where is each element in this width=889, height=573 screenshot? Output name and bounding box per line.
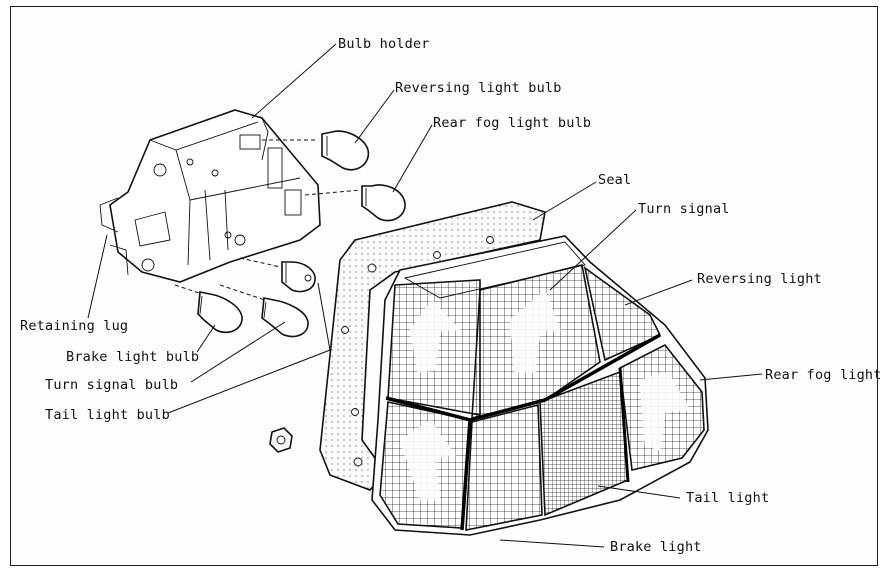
axis-turn (219, 284, 266, 301)
axis-tail (239, 257, 286, 269)
label-bulb-holder: Bulb holder (338, 36, 430, 52)
seal-gasket (319, 201, 546, 491)
label-turn-signal: Turn signal (638, 201, 730, 217)
label-brake-light-bulb: Brake light bulb (66, 349, 199, 365)
axis-brake (174, 284, 206, 296)
label-rear-fog-light: Rear fog light (765, 367, 882, 383)
leader-lines (87, 43, 763, 548)
label-retaining-lug: Retaining lug (20, 318, 128, 334)
label-brake-light: Brake light (610, 539, 702, 555)
lens-panel-lower-middle (465, 403, 543, 531)
label-rear-fog-light-bulb: Rear fog light bulb (433, 115, 591, 131)
tail-light-bulb (281, 261, 316, 293)
label-tail-light-bulb: Tail light bulb (45, 407, 170, 423)
label-reversing-light: Reversing light (697, 271, 822, 287)
turn-signal-bulb (261, 297, 309, 338)
brake-light-bulb (197, 291, 243, 334)
label-tail-light: Tail light (686, 490, 769, 506)
label-seal: Seal (598, 172, 631, 188)
nut (269, 427, 293, 453)
bulb-holder (99, 109, 321, 283)
axis-fog (304, 189, 361, 196)
label-turn-signal-bulb: Turn signal bulb (45, 377, 178, 393)
rear-fog-light-bulb (361, 184, 406, 222)
reversing-light-bulb (321, 130, 370, 171)
lamp-lens (371, 235, 709, 536)
label-reversing-light-bulb: Reversing light bulb (395, 80, 562, 96)
